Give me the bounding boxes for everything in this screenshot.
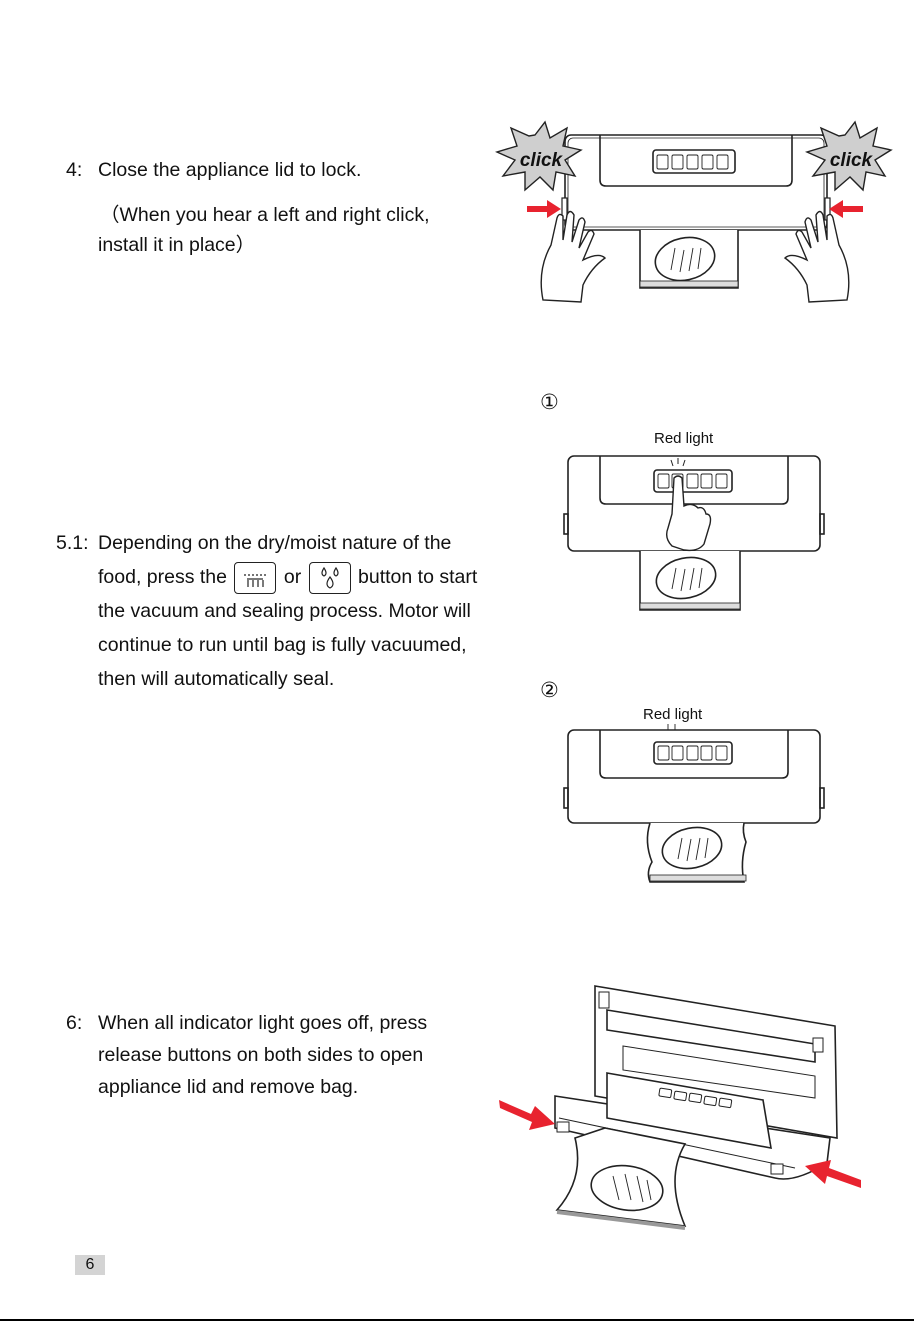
click-burst-left-icon: [494, 120, 583, 192]
lid-close-illustration: click click: [494, 120, 895, 315]
pressing-finger-icon: [665, 475, 712, 552]
step51-line2b: or: [283, 566, 302, 588]
bottom-rule: [0, 1319, 914, 1321]
step51-line5: then will automatically seal.: [98, 668, 335, 690]
step4-number: 4:: [66, 159, 83, 181]
red-arrow-right-release-icon: [805, 1160, 861, 1188]
step51-line2c: button to start: [358, 566, 478, 588]
page-number: 6: [75, 1255, 105, 1275]
open-lid-illustration: [495, 978, 870, 1250]
hand-right-icon: [783, 210, 850, 303]
click-left-label: click: [520, 150, 564, 171]
press-button-illustration: [560, 448, 830, 616]
step51-line4: continue to run until bag is fully vacuu…: [98, 634, 467, 656]
step51-line1: Depending on the dry/moist nature of the: [98, 532, 452, 554]
dry-button-icon: [234, 561, 277, 594]
step6-line2: release buttons on both sides to open: [98, 1044, 424, 1066]
red-arrow-left-release-icon: [499, 1100, 555, 1130]
step51-number: 5.1:: [56, 532, 89, 554]
red-arrow-right-icon: [829, 200, 863, 218]
step51-line3: the vacuum and sealing process. Motor wi…: [98, 600, 471, 622]
step6-line1: When all indicator light goes off, press: [98, 1012, 428, 1034]
step51-line2: food, press the or button to start: [98, 560, 477, 594]
step4-line1: Close the appliance lid to lock.: [98, 159, 362, 181]
step4-line2: （When you hear a left and right click,: [100, 204, 430, 226]
step6-line3: appliance lid and remove bag.: [98, 1076, 359, 1098]
step4-line3: install it in place）: [98, 234, 256, 256]
sealing-illustration: [560, 722, 830, 888]
step51-line2a: food, press the: [98, 566, 227, 588]
figure3-marker: ②: [540, 678, 559, 702]
hand-left-icon: [540, 210, 607, 303]
click-right-label: click: [830, 150, 874, 171]
figure2-marker: ①: [540, 390, 559, 414]
red-arrow-left-icon: [527, 200, 561, 218]
moist-button-icon: [308, 561, 351, 594]
step6-number: 6:: [66, 1012, 83, 1034]
click-burst-right-icon: [804, 120, 893, 192]
figure3-red-light-label: Red light: [643, 706, 703, 723]
figure2-red-light-label: Red light: [654, 430, 714, 447]
